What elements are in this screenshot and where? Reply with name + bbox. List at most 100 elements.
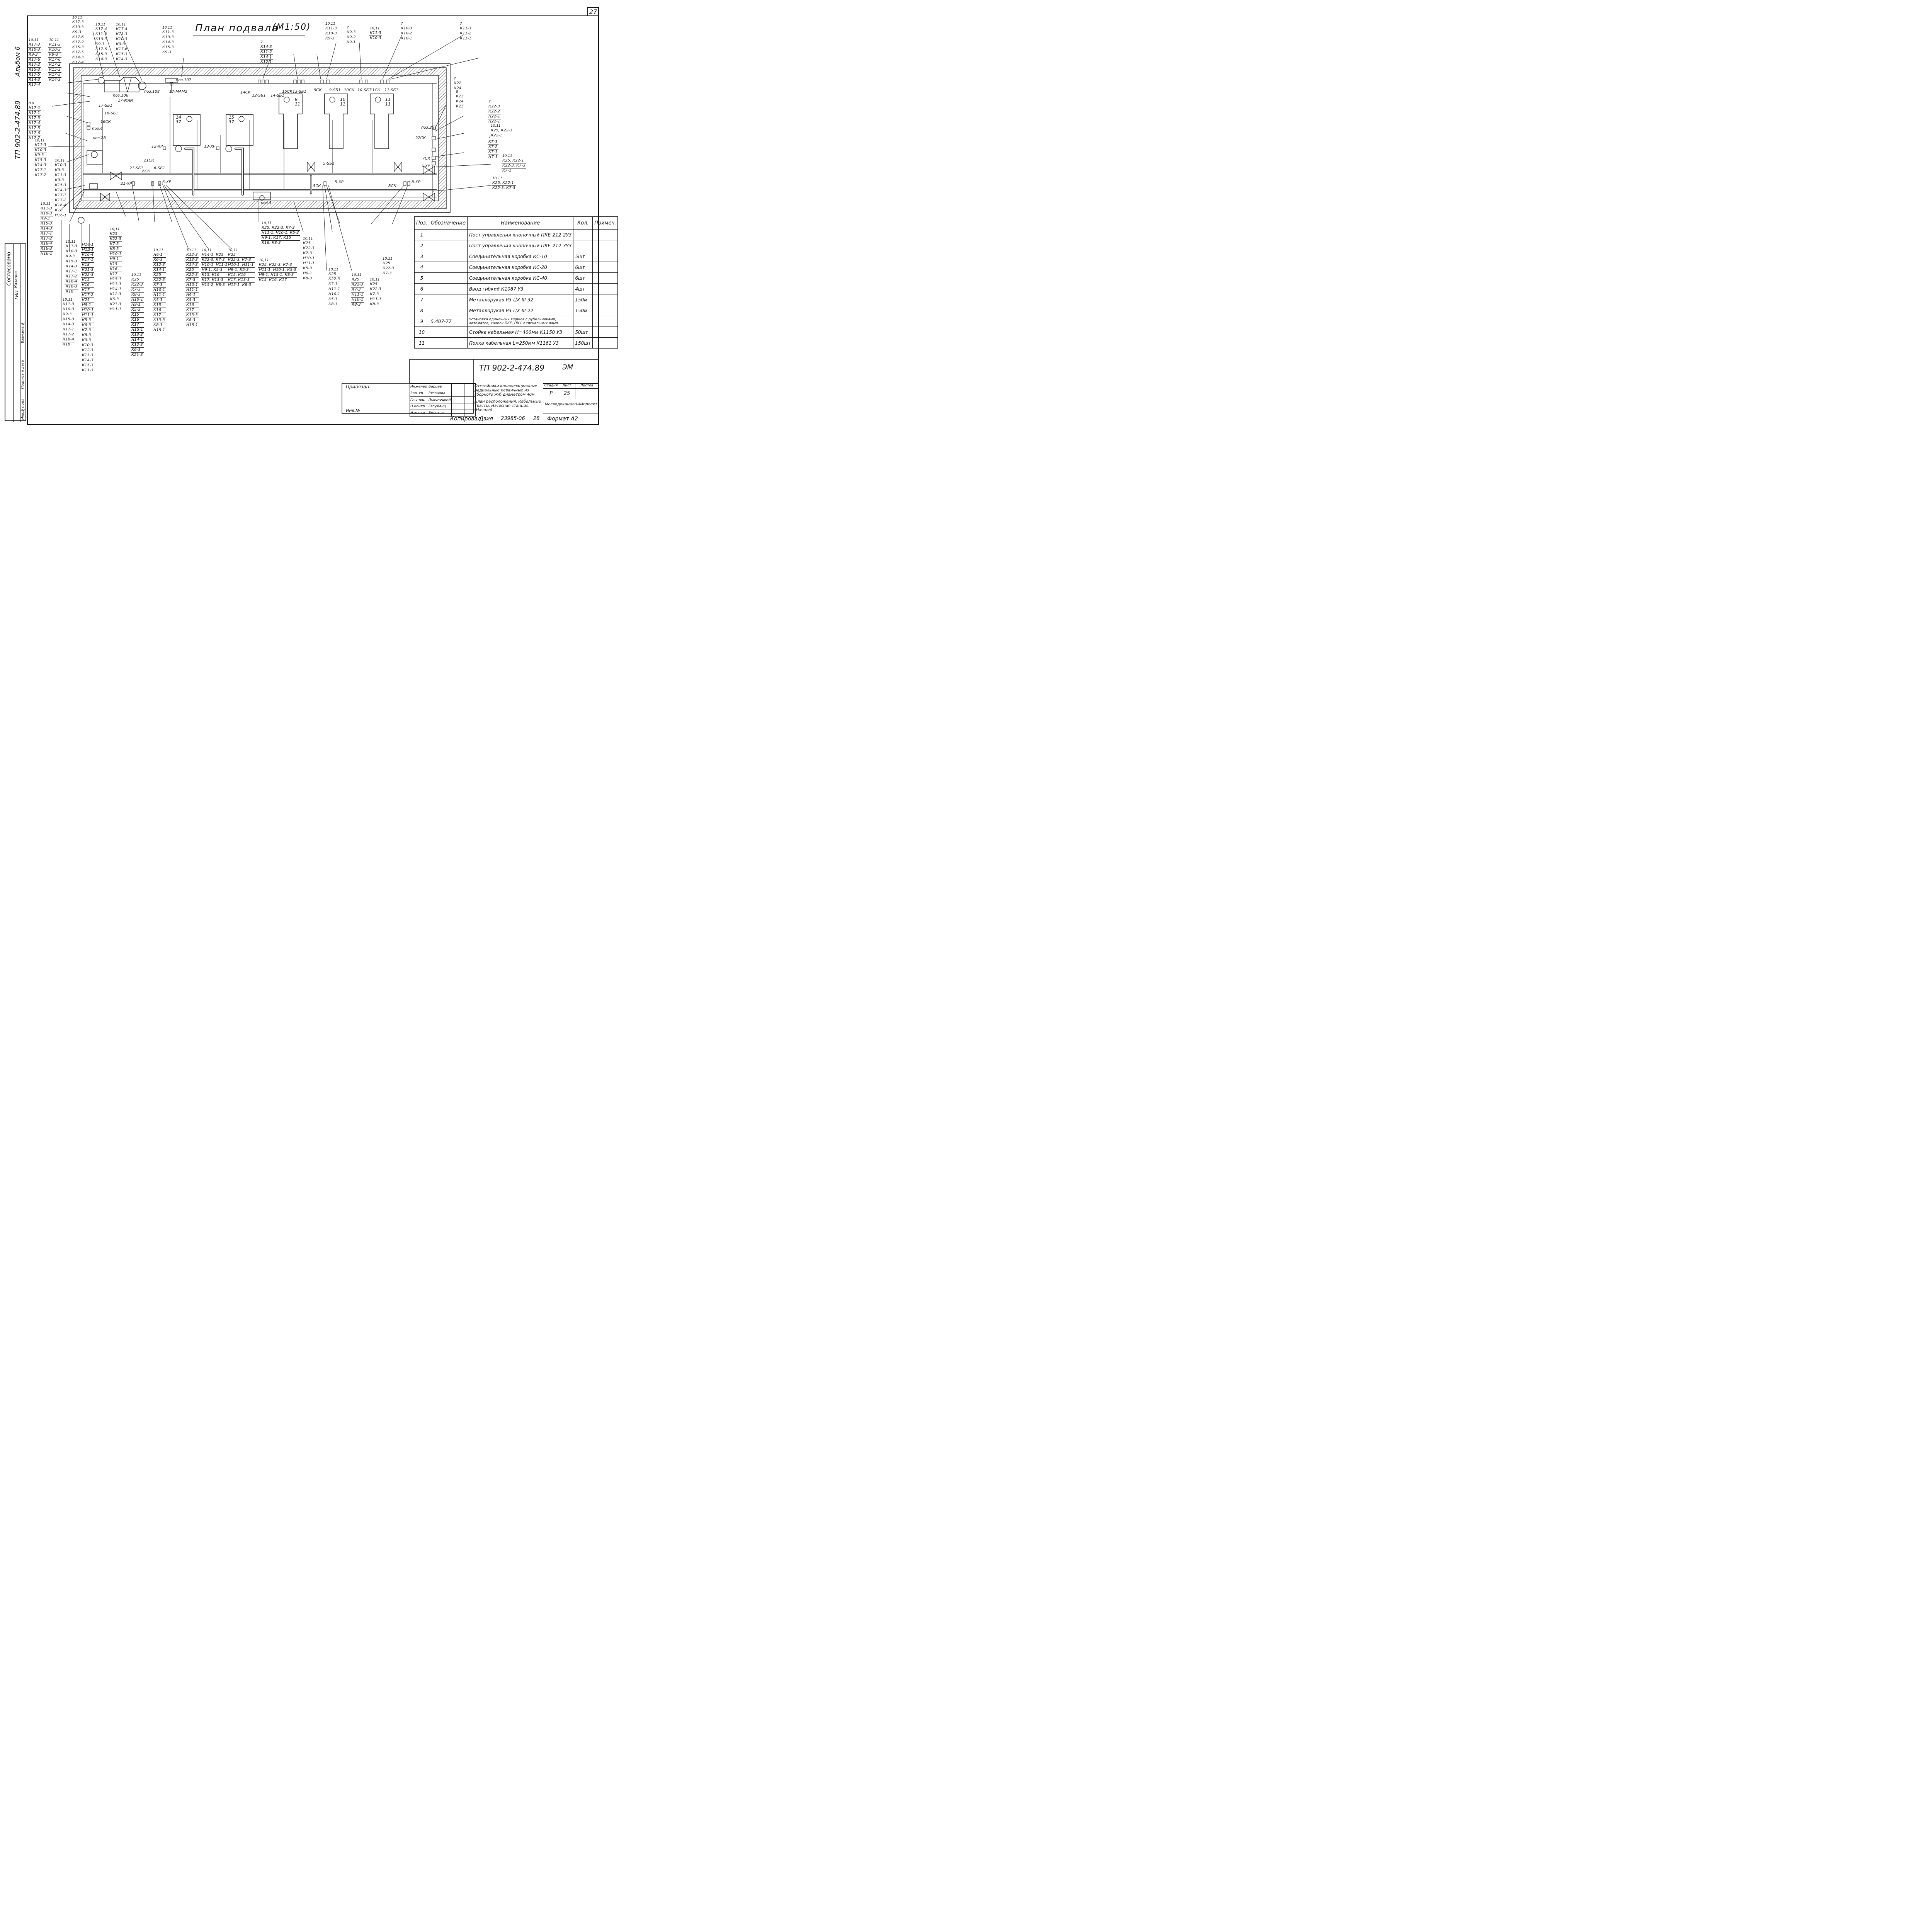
label-xp7: 7-ХР — [421, 164, 430, 168]
room-15-num: 37 — [229, 119, 234, 124]
signature-row: Н.контр.Гасуманц — [410, 403, 476, 410]
spec-header-row: Поз. Обозначение Наименование Кол. Приме… — [414, 216, 618, 230]
label-mam2: 17-МАМ2 — [169, 90, 187, 94]
label-poz28: поз.28 — [93, 136, 106, 140]
label-ck6: 6СК — [142, 169, 150, 173]
label-ck15: 15СК — [282, 90, 293, 94]
room-11-pos: 11 — [385, 97, 391, 102]
copy-number: 28 — [533, 416, 540, 422]
label-xp5: 5-ХР — [335, 180, 344, 184]
spec-header: Обозначение — [429, 216, 468, 230]
spec-header: Наименование — [467, 216, 574, 230]
room-14-pos: 14 — [176, 115, 181, 120]
label-poz106: поз.106 — [113, 94, 129, 98]
label-sb11: 11-SБ1 — [384, 88, 398, 92]
label-xp13: 13-ХР — [204, 145, 216, 149]
signature-row: Нач.отд.Болотов — [410, 410, 476, 417]
spec-header: Поз. — [414, 216, 429, 230]
label-sb12: 12-SБ1 — [252, 94, 266, 98]
signature-row: Зав. гр.Рязанова — [410, 390, 476, 397]
label-ck16: 16СК — [100, 120, 111, 124]
copied-label: Копировал — [450, 416, 481, 422]
label-sb9: 9-SБ1 — [329, 88, 341, 92]
stage-header: Стадия — [543, 384, 559, 389]
label-ck7: 7СК — [422, 156, 430, 161]
copied-signature: Дзия — [479, 416, 493, 422]
spec-header: Примеч. — [592, 216, 618, 230]
order-number: 23985-06 — [501, 416, 525, 422]
stage-value: Р — [543, 389, 559, 399]
room-11-num: 11 — [385, 102, 391, 107]
sheets-header: Листов — [575, 384, 599, 389]
agreed-label: Согласовано — [6, 252, 12, 286]
label-ck11: 11СК — [370, 88, 380, 92]
label-poz4: поз.4 — [92, 127, 103, 131]
label-ck10: 10СК — [344, 88, 354, 92]
label-ck9: 9СК — [314, 88, 322, 92]
label-sb14: 14-SБ1 — [270, 94, 284, 98]
signature-row: Гл.спец.Поволоцкий — [410, 396, 476, 403]
label-ck22: 22СК — [415, 136, 426, 140]
doc-code: ТП 902-2-474.89 — [479, 363, 544, 372]
paper-format: Формат А2 — [547, 416, 578, 422]
sheets-value — [575, 389, 599, 399]
sign-date-label: Подпись и дата — [21, 360, 25, 389]
label-mam: 17-МАМ — [118, 99, 134, 103]
label-ck5: 5СК — [313, 184, 321, 188]
label-sb21: 21-SБ1 — [129, 166, 143, 170]
label-poz26: поз.26 — [421, 126, 434, 130]
replace-inv-label: Взам.инв.№ — [21, 321, 25, 344]
room-10-pos: 10 — [340, 97, 345, 102]
sheet-value: 25 — [559, 389, 575, 399]
bound-label: Привязан — [346, 384, 369, 389]
label-sb16: 16-SБ1 — [104, 111, 118, 116]
label-poz107: поз.107 — [176, 78, 192, 82]
sheet-number: 27 — [587, 7, 599, 16]
spec-header: Кол. — [573, 216, 593, 230]
room-14-num: 37 — [176, 119, 181, 124]
organization: МосводоканалНИИпроект — [544, 402, 597, 406]
label-ck8: 8СК — [388, 184, 396, 188]
gip-label: ГИП — [14, 291, 19, 299]
